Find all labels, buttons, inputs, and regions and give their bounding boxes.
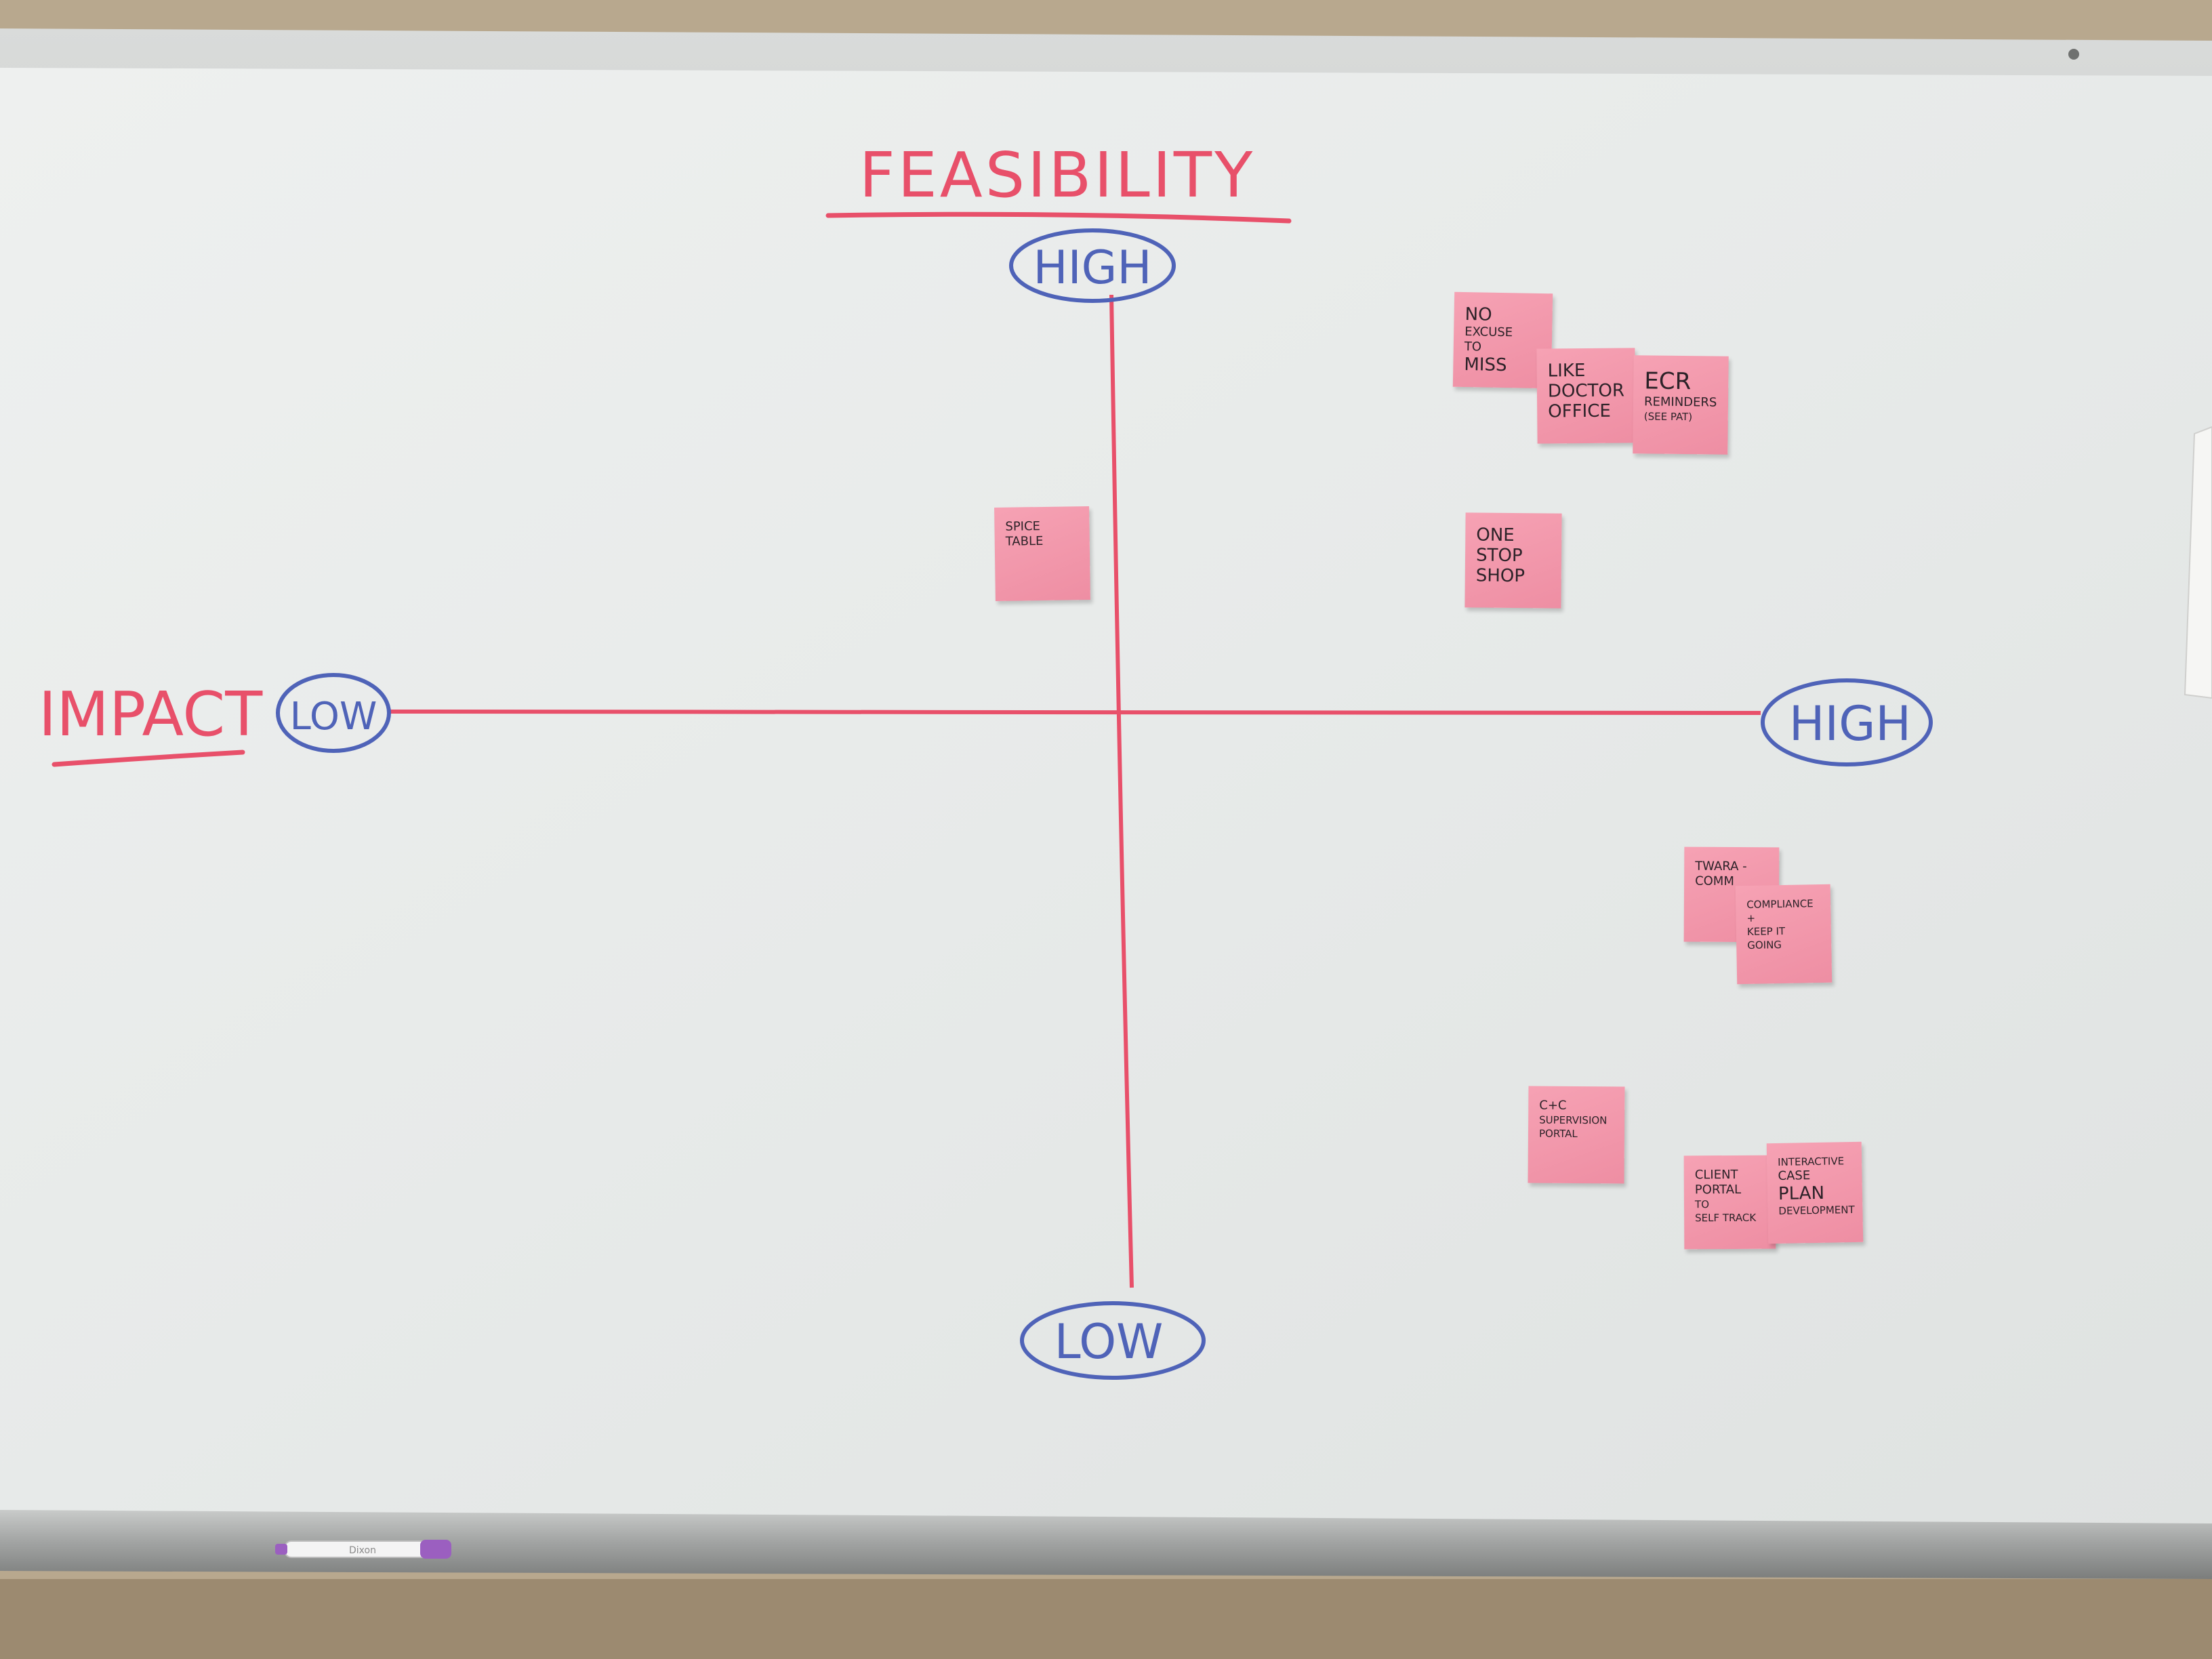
feasibility-low-circle: [1020, 1301, 1206, 1380]
impact-low-circle: [276, 673, 391, 753]
feasibility-title: FEASIBILITY: [859, 139, 1256, 211]
note-line: STOP: [1475, 545, 1523, 567]
note-line: EXCUSE: [1465, 325, 1513, 340]
feasibility-high-circle: [1009, 228, 1176, 303]
note-line: ONE: [1476, 525, 1515, 546]
note-line: PORTAL: [1538, 1127, 1578, 1141]
note-line: CLIENT: [1694, 1167, 1738, 1183]
note-line: TWARA -: [1695, 859, 1747, 874]
sticky-note-ecr-reminders[interactable]: ECR REMINDERS (SEE PAT): [1633, 355, 1729, 455]
impact-title: IMPACT: [39, 679, 264, 750]
sticky-note-like-doctor-office[interactable]: LIKE DOCTOR OFFICE: [1536, 348, 1636, 444]
feasibility-high-label: HIGH: [1033, 241, 1151, 295]
note-line: SELF TRACK: [1695, 1211, 1757, 1225]
note-line: SHOP: [1475, 565, 1525, 587]
feasibility-axis-line: [1109, 294, 1134, 1288]
sticky-note-spice-table[interactable]: SPICE TABLE: [994, 506, 1090, 601]
note-line: DEVELOPMENT: [1778, 1203, 1855, 1217]
marker-tray: [0, 1510, 2212, 1579]
note-line: TO: [1464, 340, 1482, 354]
note-line: INTERACTIVE: [1778, 1155, 1845, 1168]
note-line: OFFICE: [1548, 401, 1611, 422]
sticky-note-client-portal-to-self-track[interactable]: CLIENT PORTAL TO SELF TRACK: [1683, 1155, 1776, 1250]
note-line: ECR: [1644, 367, 1692, 396]
note-line: C+C: [1539, 1098, 1567, 1113]
impact-axis-line: [389, 710, 1761, 716]
sticky-note-one-stop-shop[interactable]: ONE STOP SHOP: [1465, 512, 1562, 609]
marker-end: [275, 1544, 287, 1555]
note-line: MISS: [1464, 354, 1507, 376]
title-underline: [825, 211, 1292, 224]
impact-underline: [52, 750, 245, 767]
sticky-note-cc-supervision-portal[interactable]: C+C SUPERVISION PORTAL: [1528, 1086, 1625, 1184]
note-line: REMINDERS: [1643, 394, 1717, 410]
marker-brand: Dixon: [349, 1545, 376, 1556]
note-line: TABLE: [1005, 533, 1044, 549]
wall-lower: [0, 1579, 2212, 1659]
note-line: PLAN: [1778, 1183, 1825, 1204]
note-line: PORTAL: [1694, 1182, 1742, 1197]
note-line: LIKE: [1547, 361, 1586, 382]
note-line: GOING: [1747, 939, 1782, 951]
taped-paper: [2184, 426, 2212, 699]
impact-high-circle: [1761, 678, 1933, 766]
sticky-note-interactive-case-plan[interactable]: INTERACTIVE CASE PLAN DEVELOPMENT: [1766, 1141, 1864, 1244]
note-line: KEEP IT: [1746, 924, 1786, 938]
note-line: +: [1746, 912, 1756, 924]
note-line: CASE: [1778, 1168, 1811, 1183]
note-line: TO: [1694, 1198, 1710, 1211]
dry-erase-marker[interactable]: Dixon: [275, 1540, 451, 1559]
note-line: (SEE PAT): [1643, 410, 1693, 424]
note-line: SPICE: [1005, 519, 1041, 534]
note-line: SUPERVISION: [1539, 1113, 1607, 1127]
note-line: DOCTOR: [1547, 380, 1625, 402]
impact-high-label: HIGH: [1789, 696, 1911, 752]
impact-low-label: LOW: [290, 695, 377, 739]
note-line: NO: [1465, 304, 1492, 325]
sticky-note-compliance-keep-it-going[interactable]: COMPLIANCE + KEEP IT GOING: [1735, 884, 1832, 985]
note-line: COMPLIANCE: [1746, 897, 1814, 911]
marker-cap: [420, 1540, 451, 1559]
frame-screw: [2068, 49, 2079, 60]
feasibility-low-label: LOW: [1054, 1314, 1164, 1370]
